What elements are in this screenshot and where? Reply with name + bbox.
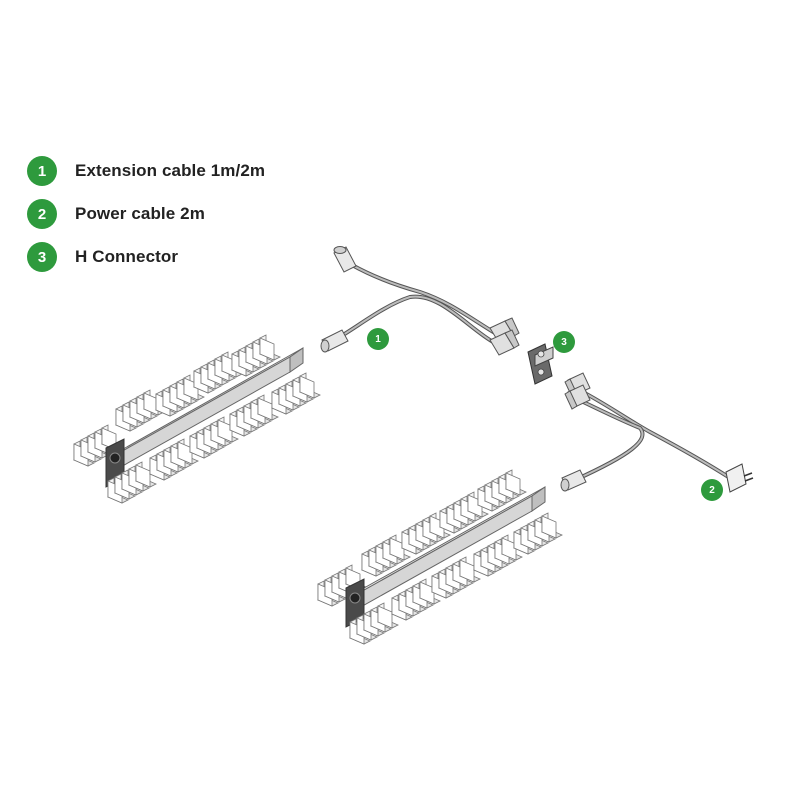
callout-extension-cable: 1 — [367, 328, 389, 350]
extension-female-connector-bottom — [320, 329, 349, 353]
legend-badge-3: 3 — [27, 242, 57, 272]
extension-cable — [320, 246, 520, 356]
legend-item-power-cable: 2 Power cable 2m — [27, 198, 205, 230]
grow-light-fixture-1 — [74, 335, 320, 503]
legend-label-h-connector: H Connector — [75, 247, 179, 266]
extension-female-connector-top — [333, 246, 357, 273]
mains-plug — [725, 463, 754, 493]
legend-badge-2: 2 — [27, 199, 57, 229]
power-cable — [560, 372, 754, 493]
legend-item-extension-cable: 1 Extension cable 1m/2m — [27, 155, 265, 187]
grow-light-fixture-2 — [318, 470, 562, 644]
h-connector — [527, 343, 554, 385]
power-male-connector-bottom — [564, 384, 591, 410]
power-female-connector — [560, 469, 587, 492]
legend-item-h-connector: 3 H Connector — [27, 241, 178, 273]
legend-label-power-cable: Power cable 2m — [75, 204, 205, 223]
callout-h-connector: 3 — [553, 331, 575, 353]
extension-male-connector-bottom — [489, 329, 520, 356]
callout-power-cable: 2 — [701, 479, 723, 501]
legend-badge-1: 1 — [27, 156, 57, 186]
legend-label-extension-cable: Extension cable 1m/2m — [75, 161, 266, 180]
